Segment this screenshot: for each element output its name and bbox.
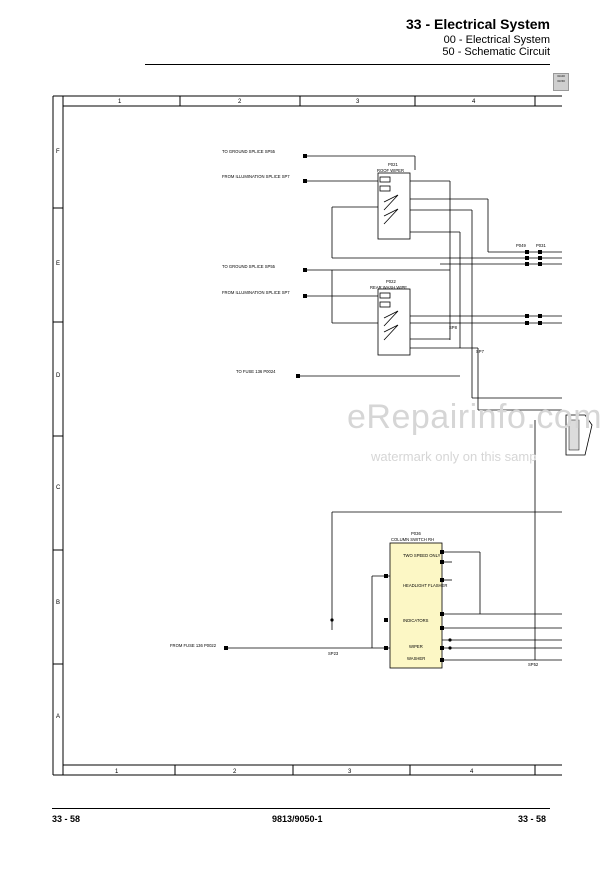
col-label-bottom-1: 1 (115, 769, 119, 775)
col-label-bottom-2: 2 (233, 769, 237, 775)
terminal-dots (224, 154, 542, 662)
thumb-label-bottom: 33-50 (557, 79, 565, 83)
header-rule (145, 64, 550, 65)
splice-sp7: SP7 (476, 349, 485, 354)
connector-a-label: P049 (516, 243, 526, 248)
column-switch-wiper: WIPER (409, 644, 423, 649)
footer-page-right: 33 - 58 (518, 814, 547, 824)
col-label-top-1: 1 (118, 99, 122, 105)
roof-wiper-id: P021 (388, 162, 398, 167)
roof-wiper-module[interactable] (377, 172, 411, 240)
splice-sp52: SP52 (528, 662, 539, 667)
subsection-subtitle: 50 - Schematic Circuit (442, 46, 550, 58)
splice-sp23: SP23 (328, 651, 339, 656)
column-switch-indicators: INDICATORS (403, 618, 429, 623)
ref-illum-2: FROM ILLUMINATION SPLICE SP7 (222, 290, 290, 295)
splice-sp8: SP8 (449, 325, 458, 330)
row-label-c: C (56, 485, 61, 491)
ref-ground-1: TO GROUND SPLICE SP55 (222, 149, 276, 154)
wiring (225, 155, 562, 661)
column-switch-two-speed: TWO SPEED ONLY (403, 553, 441, 558)
row-label-f: F (56, 149, 60, 155)
col-label-top-4: 4 (472, 99, 476, 105)
column-switch-id: P036 (411, 531, 421, 536)
col-label-top-2: 2 (238, 99, 242, 105)
row-label-a: A (56, 714, 60, 720)
sheet-frame (52, 95, 562, 776)
footer-doc-number: 9813/9050-1 (272, 814, 323, 824)
row-label-b: B (56, 600, 60, 606)
section-subtitle: 00 - Electrical System (443, 34, 550, 46)
section-title: 33 - Electrical System (406, 16, 550, 32)
col-label-bottom-3: 3 (348, 769, 352, 775)
column-switch-module[interactable] (389, 542, 443, 669)
rear-wash-id: P022 (386, 279, 396, 284)
ref-fuse-1: TO FUSE 136 P0024 (236, 369, 276, 374)
row-label-d: D (56, 373, 61, 379)
row-label-e: E (56, 261, 60, 267)
connector-b-label: P031 (536, 243, 546, 248)
column-switch-headlight: HEADLIGHT FLASHER (403, 583, 447, 588)
rear-wash-module[interactable] (377, 288, 411, 356)
page-thumbnail-icon[interactable]: 33-00 33-50 (553, 73, 569, 91)
watermark-sub: watermark only on this samp (371, 449, 537, 464)
footer-page-left: 33 - 58 (52, 814, 81, 824)
col-label-bottom-4: 4 (470, 769, 474, 775)
footer-rule (52, 808, 550, 809)
ref-fuse-2: FROM FUSE 136 P0022 (170, 643, 217, 648)
column-switch-name: COLUMN SWITCH RH (391, 537, 434, 542)
thumb-label-top: 33-00 (557, 74, 565, 78)
rear-wash-name: REAR WASH WIPE (370, 285, 407, 290)
watermark-main: eRepairinfo.com (347, 398, 603, 436)
ref-illum-1: FROM ILLUMINATION SPLICE SP7 (222, 174, 290, 179)
roof-wiper-name: ROOF WIPER (377, 168, 404, 173)
next-page-arrow[interactable] (565, 414, 593, 456)
col-label-top-3: 3 (356, 99, 360, 105)
column-switch-washer: WASHER (407, 656, 425, 661)
ref-ground-2: TO GROUND SPLICE SP55 (222, 264, 276, 269)
